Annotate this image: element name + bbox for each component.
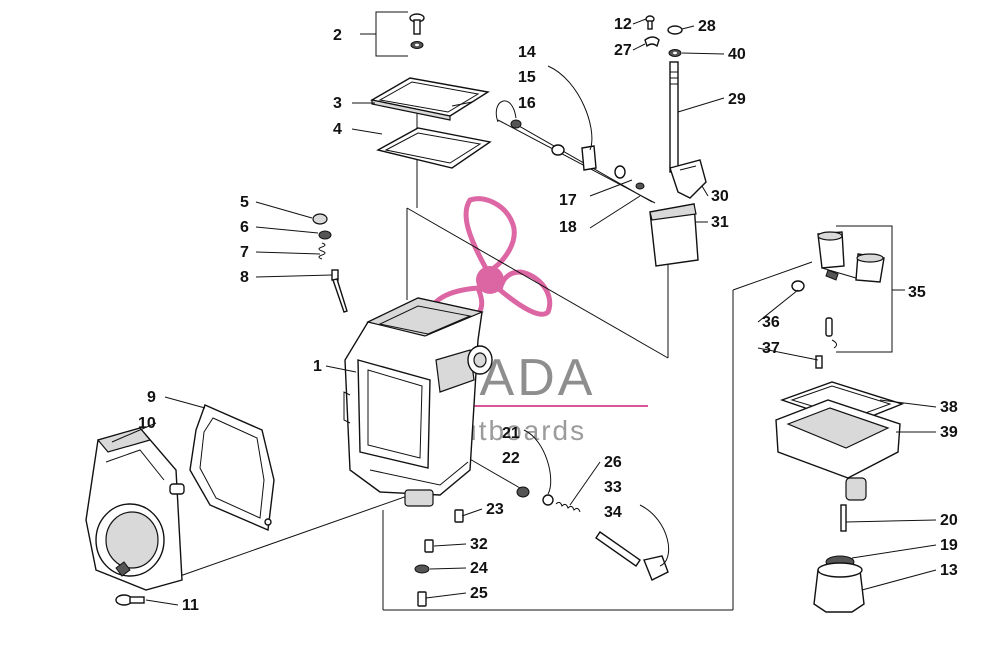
throttle-shaft-part bbox=[510, 119, 653, 203]
idle-screw-part bbox=[516, 486, 669, 581]
callout-12: 12 bbox=[614, 16, 632, 33]
bottom-screws-part bbox=[414, 509, 464, 607]
callout-labels: 2 3 4 5 6 7 8 1 9 10 11 12 27 14 15 16 1… bbox=[138, 16, 958, 614]
callout-29: 29 bbox=[728, 91, 746, 108]
carburetor-body-part bbox=[343, 297, 493, 507]
intake-gasket-part bbox=[189, 404, 275, 532]
drain-plug-part bbox=[813, 504, 865, 613]
callout-15: 15 bbox=[518, 69, 536, 86]
callout-17: 17 bbox=[559, 192, 577, 209]
float-pin-part bbox=[791, 280, 838, 369]
callout-25: 25 bbox=[470, 585, 488, 602]
callout-11: 11 bbox=[182, 597, 199, 614]
callout-1: 1 bbox=[313, 358, 322, 375]
callout-13: 13 bbox=[940, 562, 958, 579]
callout-3: 3 bbox=[333, 95, 342, 112]
callout-14: 14 bbox=[518, 44, 536, 61]
float-bowl-part bbox=[775, 381, 905, 501]
callout-33: 33 bbox=[604, 479, 622, 496]
callout-31: 31 bbox=[711, 214, 729, 231]
callout-16: 16 bbox=[518, 95, 536, 112]
callout-leaders bbox=[111, 18, 937, 606]
callout-35: 35 bbox=[908, 284, 926, 301]
callout-22: 22 bbox=[502, 450, 520, 467]
group-brackets bbox=[360, 11, 905, 567]
callout-30: 30 bbox=[711, 188, 729, 205]
callout-2: 2 bbox=[333, 27, 342, 44]
callout-9: 9 bbox=[147, 389, 156, 406]
housing-screw-part bbox=[115, 594, 145, 606]
callout-39: 39 bbox=[940, 424, 958, 441]
callout-8: 8 bbox=[240, 269, 249, 286]
callout-7: 7 bbox=[240, 244, 249, 261]
callout-32: 32 bbox=[470, 536, 488, 553]
callout-20: 20 bbox=[940, 512, 958, 529]
callout-36: 36 bbox=[762, 314, 780, 331]
top-cover-part bbox=[370, 77, 490, 121]
callout-21: 21 bbox=[502, 425, 520, 442]
callout-27: 27 bbox=[614, 42, 632, 59]
callout-37: 37 bbox=[762, 340, 780, 357]
callout-38: 38 bbox=[940, 399, 958, 416]
callout-40: 40 bbox=[728, 46, 746, 63]
callout-4: 4 bbox=[333, 121, 342, 138]
callout-26: 26 bbox=[604, 454, 622, 471]
callout-23: 23 bbox=[486, 501, 504, 518]
callout-5: 5 bbox=[240, 194, 249, 211]
callout-34: 34 bbox=[604, 504, 622, 521]
throttle-rod-part bbox=[669, 61, 679, 173]
callout-28: 28 bbox=[698, 18, 716, 35]
needle-jet-stack bbox=[312, 213, 348, 313]
throttle-valve-part bbox=[649, 159, 707, 267]
callout-6: 6 bbox=[240, 219, 249, 236]
washer-stack-part bbox=[667, 25, 683, 57]
callout-18: 18 bbox=[559, 219, 577, 236]
intake-housing-part bbox=[85, 427, 185, 591]
float-assembly-part bbox=[817, 231, 885, 283]
callout-24: 24 bbox=[470, 560, 488, 577]
top-screw-part bbox=[409, 13, 425, 49]
linkage-screw-part bbox=[644, 15, 660, 48]
callout-19: 19 bbox=[940, 537, 958, 554]
callout-10: 10 bbox=[138, 415, 156, 432]
gasket-part bbox=[376, 127, 492, 169]
